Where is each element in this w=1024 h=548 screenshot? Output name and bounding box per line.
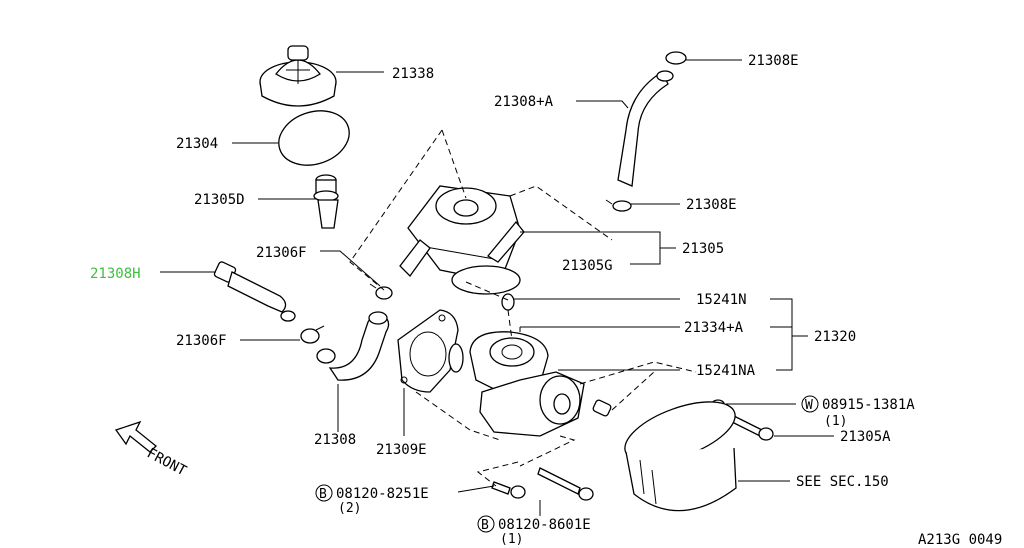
- label-21308E-mid[interactable]: 21308E: [686, 197, 737, 213]
- b-badge-2: B: [477, 515, 495, 533]
- bolt-08120-8601-drawing: [537, 467, 594, 501]
- front-label: FRONT: [144, 445, 189, 479]
- leader-lines: [160, 59, 834, 516]
- label-15241N[interactable]: 15241N: [696, 292, 747, 308]
- label-21338[interactable]: 21338: [392, 66, 434, 82]
- front-arrow-icon: [114, 420, 157, 453]
- label-21306F-top[interactable]: 21306F: [256, 245, 307, 261]
- clamp-21308E-mid-drawing: [605, 199, 632, 212]
- label-21304[interactable]: 21304: [176, 136, 218, 152]
- hose-21308-drawing: [328, 311, 390, 381]
- b-badge-2-letter: B: [481, 518, 489, 533]
- label-21306F-bottom[interactable]: 21306F: [176, 333, 227, 349]
- oil-filter-drawing: [624, 401, 737, 512]
- gasket-21304-drawing: [278, 110, 350, 166]
- label-21308H[interactable]: 21308H: [90, 266, 141, 282]
- label-21334plusA[interactable]: 21334+A: [684, 320, 744, 336]
- label-08120-8601E-qty: (1): [500, 532, 523, 547]
- bolt-21305A-drawing: [727, 413, 774, 441]
- fitting-21308H-drawing: [213, 261, 296, 322]
- label-see-sec[interactable]: SEE SEC.150: [796, 474, 889, 490]
- label-21305[interactable]: 21305: [682, 241, 724, 257]
- bolt-08120-8251-drawing: [491, 481, 526, 499]
- label-21308plusA[interactable]: 21308+A: [494, 94, 554, 110]
- w-badge: W: [801, 395, 819, 413]
- gasket-21309E-drawing: [397, 309, 464, 393]
- label-15241NA[interactable]: 15241NA: [696, 363, 756, 379]
- label-21305D[interactable]: 21305D: [194, 192, 245, 208]
- connector-21305D-drawing: [313, 174, 339, 229]
- figure-code: A213G 0049: [918, 532, 1002, 548]
- clamp-21306F-bottom-drawing: [300, 325, 336, 364]
- clamp-21306F-top-drawing: [369, 283, 393, 300]
- label-08915[interactable]: 08915-1381A: [822, 397, 915, 413]
- oil-cooler-21305-drawing: [399, 185, 525, 295]
- label-21305G[interactable]: 21305G: [562, 258, 613, 274]
- cap-21338-drawing: [259, 45, 337, 107]
- label-08120-8251E-qty: (2): [338, 501, 361, 516]
- b-badge-1: B: [315, 484, 333, 502]
- label-08120-8251E[interactable]: 08120-8251E: [336, 486, 429, 502]
- b-badge-1-letter: B: [319, 487, 327, 502]
- label-21305A[interactable]: 21305A: [840, 429, 891, 445]
- label-08120-8601E[interactable]: 08120-8601E: [498, 517, 591, 533]
- hose-21308plusA-drawing: [617, 51, 687, 187]
- alignment-lines: [349, 129, 697, 487]
- label-21308[interactable]: 21308: [314, 432, 356, 448]
- label-21320[interactable]: 21320: [814, 329, 856, 345]
- filter-bracket-21320-drawing: [469, 293, 612, 437]
- w-badge-letter: W: [805, 398, 813, 413]
- label-21308E-top[interactable]: 21308E: [748, 53, 799, 69]
- label-21309E[interactable]: 21309E: [376, 442, 427, 458]
- label-08915-qty: (1): [824, 414, 847, 429]
